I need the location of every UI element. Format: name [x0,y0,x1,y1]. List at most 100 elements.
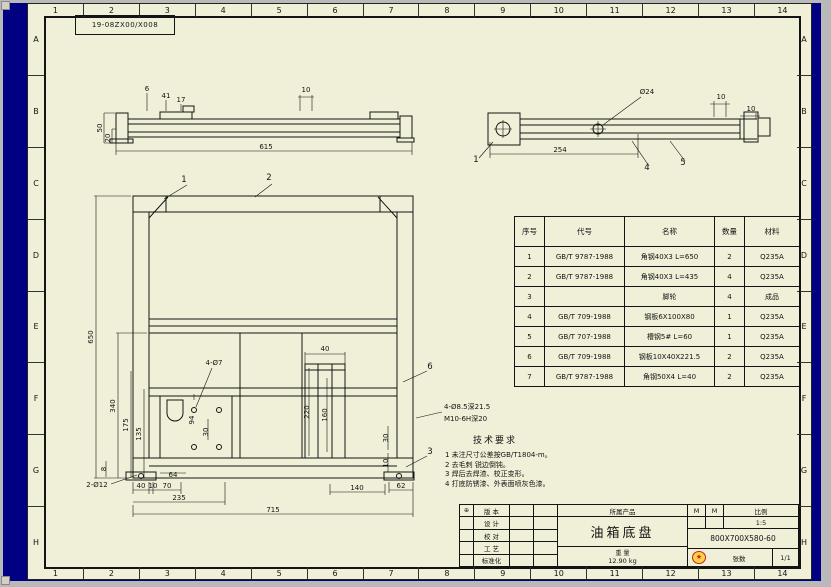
parts-cell-code: GB/T 709-1988 [544,346,625,367]
parts-cell-qty: 1 [714,306,745,327]
tb-row-label: 工 艺 [474,542,510,554]
parts-cell-seq: 1 [514,246,545,267]
grid-ref: 3 [138,567,195,579]
parts-row: 5 GB/T 707-1988 槽钢5# L=60 1 Q235A [514,326,800,347]
parts-row: 6 GB/T 709-1988 钢板10X40X221.5 2 Q235A [514,346,800,367]
part-name: 油箱底盘 [558,517,687,547]
grid-ref: 9 [474,567,530,579]
grid-ref: 5 [250,567,307,579]
tb-empty-cell [706,517,724,528]
title-block-center: 所属产品 油箱底盘 重 量 12.90 kg [558,505,688,566]
sheet-value: 1/1 [772,549,798,566]
parts-list-table: 序号 代号 名称 数量 材料 1 GB/T 9787-1988 角钢40X3 L… [514,216,800,387]
window-corner-handle [1,576,10,585]
tb-empty-cell [510,554,534,567]
tech-req-title: 技术要求 [473,436,518,446]
grid-ref: 7 [362,4,419,17]
scale-label: 比例 [754,507,768,516]
tb-empty-cell [460,529,474,542]
parts-cell-name: 钢板6X100X80 [624,306,715,327]
parts-cell-code: GB/T 707-1988 [544,326,625,347]
grid-ref: B [28,74,44,147]
parts-cell-material: Q235A [744,266,800,287]
parts-cell-qty: 1 [714,326,745,347]
grid-ref: E [28,290,44,363]
grid-ref: 3 [138,4,195,17]
parts-cell-material: Q235A [744,246,800,267]
tb-empty-cell [534,517,557,528]
spec-value: 800X700X580-60 [688,529,798,549]
parts-cell-material: Q235A [744,366,800,387]
grid-ref: C [797,146,811,219]
parts-cell-seq: 4 [514,306,545,327]
tb-empty-cell [510,505,534,517]
parts-row: 7 GB/T 9787-1988 角钢50X4 L=40 2 Q235A [514,366,800,387]
grid-ref: C [28,146,44,219]
grid-ref: 13 [698,567,754,579]
title-block-signatures: ⊕ 版 本 设 计 校 对 工 艺 [460,505,558,567]
tb-empty-cell [510,529,534,542]
tech-requirement-line: 2 去毛刺 锐边倒钝。 [445,460,510,469]
parts-cell-name: 角钢40X3 L=650 [624,246,715,267]
grid-ref: 13 [698,4,754,17]
grid-ref: 4 [194,4,251,17]
grid-ref: 9 [474,4,530,17]
parts-row: 4 GB/T 709-1988 钢板6X100X80 1 Q235A [514,306,800,327]
grid-ref: 6 [306,4,363,17]
grid-ref: 14 [753,4,810,17]
parts-row: 1 GB/T 9787-1988 角钢40X3 L=650 2 Q235A [514,246,800,267]
parts-cell-code: GB/T 9787-1988 [544,366,625,387]
mark-cell: M [688,505,706,516]
grid-ref: D [28,218,44,291]
tb-row-label: 版 本 [474,505,510,517]
parts-cell-qty: 2 [714,246,745,267]
product-label: 所属产品 [558,505,687,517]
grid-ref: 8 [418,4,474,17]
tb-empty-cell [460,554,474,567]
parts-header-cell: 名称 [624,216,715,247]
parts-header-cell: 数量 [714,216,745,247]
grid-ref: 8 [418,567,474,579]
grid-ref: 11 [586,4,642,17]
parts-row: 2 GB/T 9787-1988 角钢40X3 L=435 4 Q235A [514,266,800,287]
parts-cell-seq: 3 [514,286,545,307]
grid-ref: 4 [194,567,251,579]
grid-ref: 5 [250,4,307,17]
tech-requirement-line: 3 焊后去焊渣、校正变形。 [445,470,529,478]
parts-cell-code: GB/T 9787-1988 [544,266,625,287]
parts-cell-code: GB/T 709-1988 [544,306,625,327]
weight-cell: 重 量 12.90 kg [558,547,687,566]
tech-requirement-line: 4 打底防锈漆、外表面喷灰色漆。 [445,479,550,488]
grid-ref: G [28,434,44,506]
parts-cell-code: GB/T 9787-1988 [544,246,625,267]
tb-empty-cell [534,530,557,541]
grid-ref: 7 [362,567,419,579]
parts-cell-material: Q235A [744,306,800,327]
technical-requirements: 技术要求 1 未注尺寸公差按GB/T1804-m。 2 去毛刺 锐边倒钝。 3 … [445,433,660,489]
tb-empty-cell [688,517,706,528]
grid-ref: 10 [530,567,586,579]
tb-empty-cell [510,542,534,554]
tb-empty-cell [534,505,557,516]
grid-ref: A [33,34,39,44]
parts-cell-name: 角钢40X3 L=435 [624,266,715,287]
grid-ref: B [797,74,811,147]
window-corner-handle [1,1,10,10]
grid-ref: 2 [82,4,139,17]
grid-ref: E [797,290,811,363]
tb-empty-cell [510,517,534,529]
parts-header-cell: 材料 [744,216,800,247]
grid-ref: A [801,34,807,44]
grid-ref: D [797,218,811,291]
mark-cell: M [706,505,724,516]
parts-cell-qty: 2 [714,366,745,387]
drawing-frame [44,16,801,569]
parts-cell-qty: 2 [714,346,745,367]
sheet-label: 张数 [732,554,746,563]
parts-row: 3 脚轮 4 成品 [514,286,800,307]
grid-ref: 12 [642,567,698,579]
parts-header-row: 序号 代号 名称 数量 材料 [514,216,800,247]
logo-star: ★ [695,553,703,561]
grid-ref: 12 [642,4,698,17]
